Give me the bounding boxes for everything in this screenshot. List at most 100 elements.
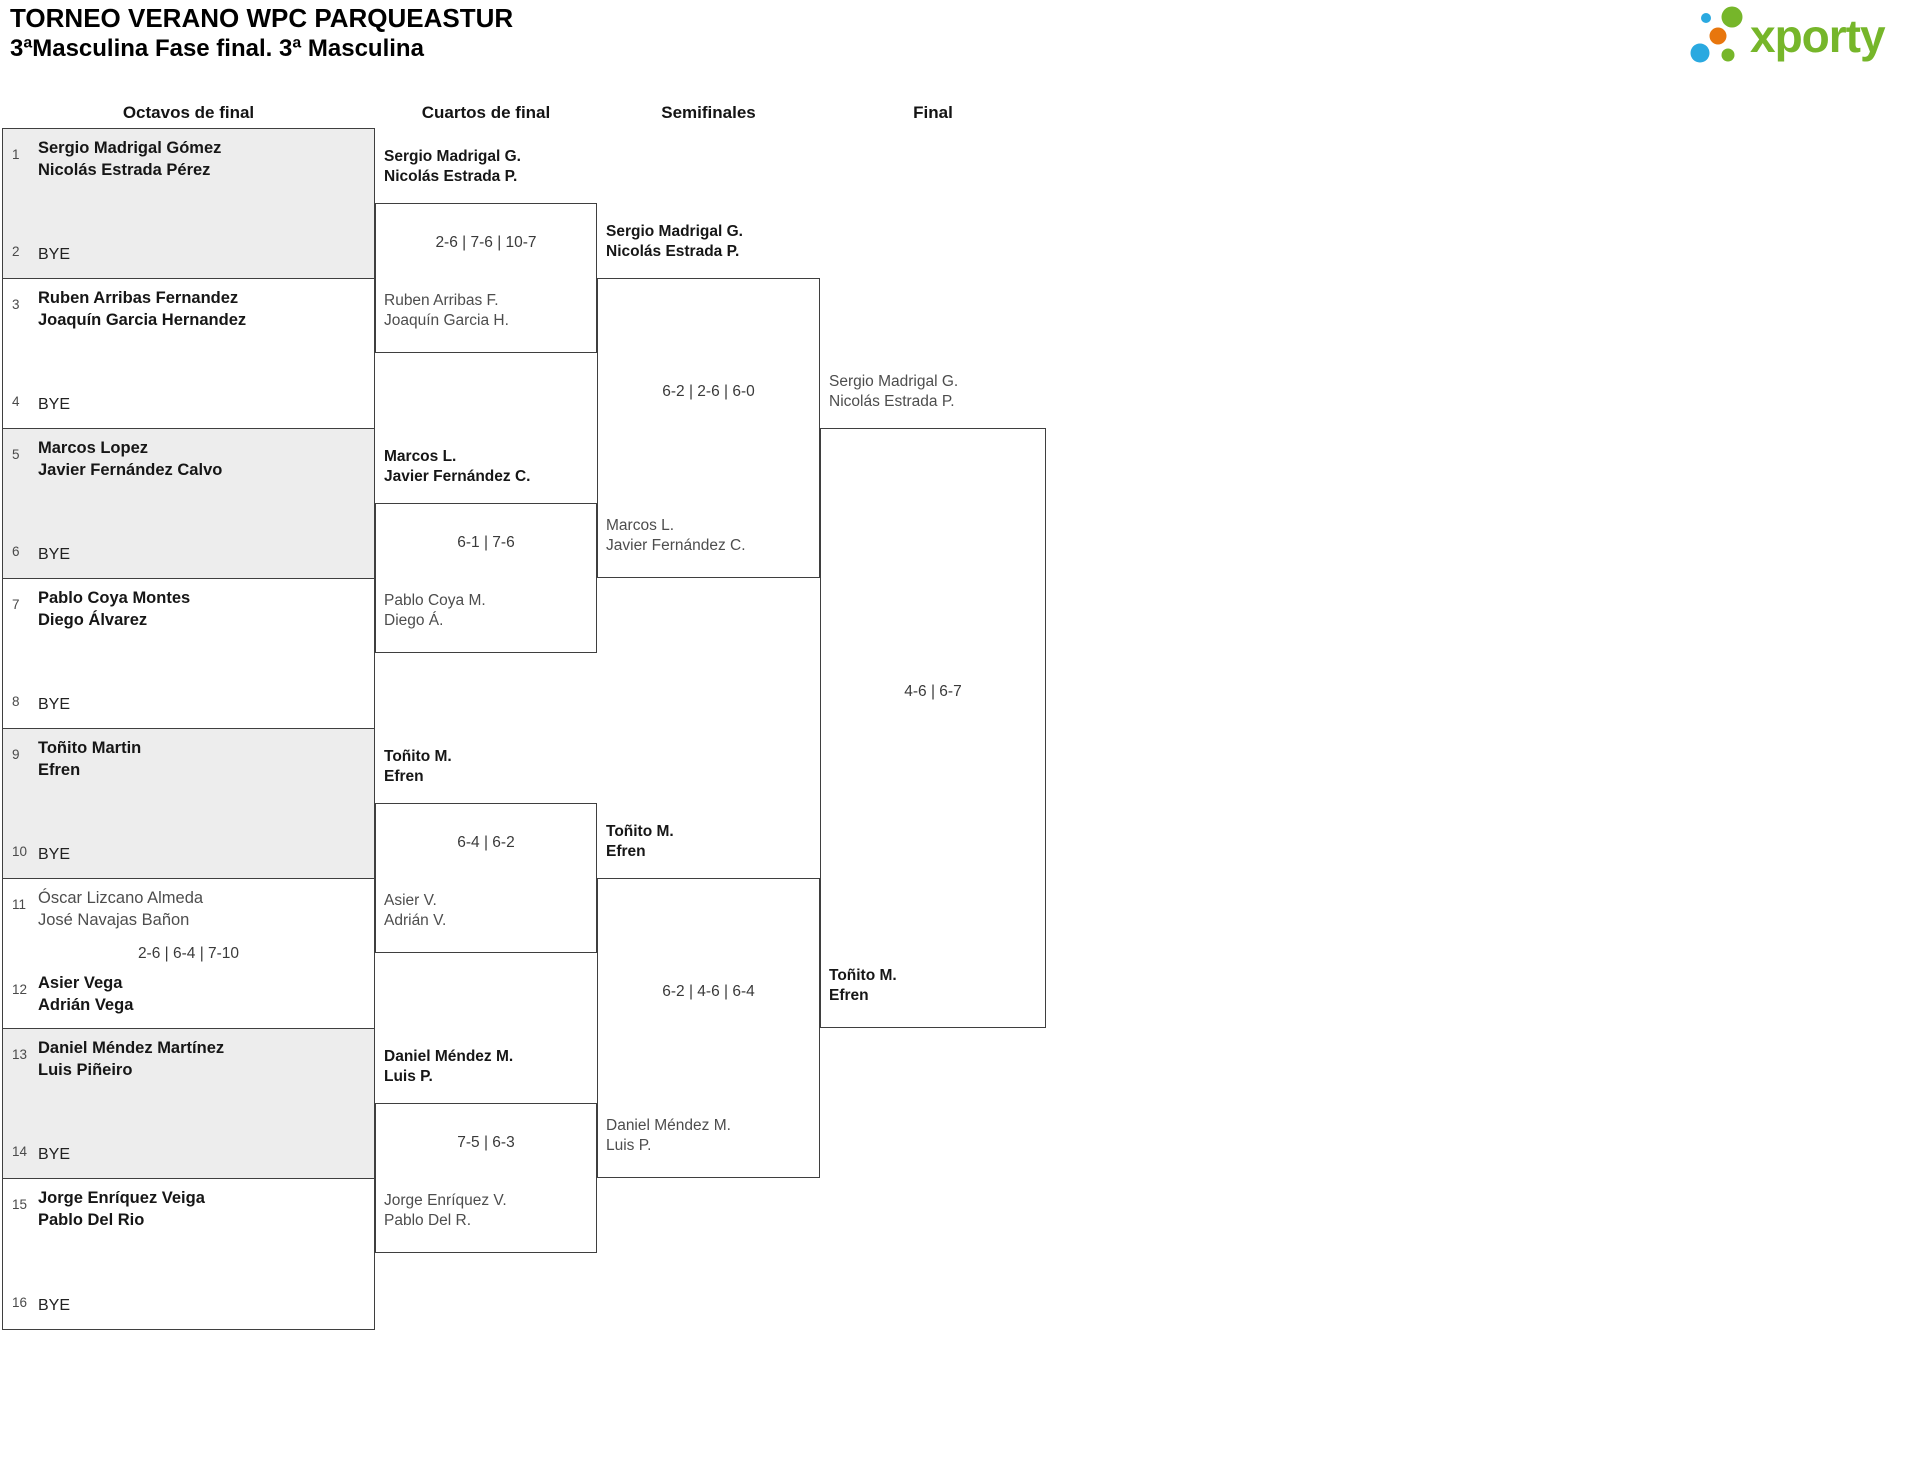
octavos-match-6: 11 Óscar Lizcano Almeda José Navajas Bañ… (3, 879, 374, 1029)
logo-dot-green-small (1721, 48, 1735, 62)
player-name: Pablo Del Rio (38, 1211, 145, 1229)
bye-label: BYE (38, 846, 71, 863)
octavos-match-3: 5 Marcos Lopez Javier Fernández Calvo 6 … (3, 429, 374, 579)
match-box (375, 1103, 597, 1253)
team-slot-seed-14: 14 BYE (3, 1144, 374, 1166)
team-slot-seed-6: 6 BYE (3, 544, 374, 566)
octavos-match-8: 15 Jorge Enríquez Veiga Pablo Del Rio 16… (3, 1179, 374, 1329)
match-team-bottom: Jorge Enríquez V. Pablo Del R. (384, 1191, 593, 1231)
player-name: Efren (606, 843, 646, 860)
round-header-final: Final (913, 103, 953, 122)
seed-number: 15 (12, 1197, 28, 1212)
round-header-cuartos: Cuartos de final (421, 103, 551, 122)
player-name: Pablo Del R. (384, 1212, 472, 1229)
player-name: Daniel Méndez M. (384, 1048, 514, 1065)
seed-number: 3 (12, 297, 20, 312)
semifinal-match-1: Sergio Madrigal G. Nicolás Estrada P. 6-… (597, 222, 820, 578)
seed-number: 7 (12, 597, 20, 612)
player-name: Luis Piñeiro (38, 1061, 133, 1079)
player-name: Nicolás Estrada P. (384, 168, 518, 185)
cuartos-match-4: Daniel Méndez M. Luis P. 7-5 | 6-3 Jorge… (375, 1047, 597, 1253)
player-name: Óscar Lizcano Almeda (38, 889, 204, 907)
match-team-top: Daniel Méndez M. Luis P. (384, 1047, 593, 1087)
match-team-bottom: Toñito M. Efren (829, 966, 1042, 1006)
match-score: 6-2 | 4-6 | 6-4 (662, 983, 755, 1000)
match-team-bottom: Asier V. Adrián V. (384, 891, 593, 931)
seed-number: 5 (12, 447, 20, 462)
player-name: Nicolás Estrada Pérez (38, 161, 211, 179)
player-name: Daniel Méndez M. (606, 1117, 731, 1134)
seed-number: 14 (12, 1144, 28, 1159)
player-name: Luis P. (606, 1137, 652, 1154)
seed-number: 16 (12, 1295, 28, 1310)
player-name: Toñito M. (384, 748, 452, 765)
player-name: Jorge Enríquez Veiga (38, 1189, 205, 1207)
player-name: Efren (38, 761, 81, 779)
player-name: Joaquín Garcia Hernandez (38, 311, 247, 329)
player-name: Javier Fernández C. (606, 537, 746, 554)
player-name: Adrián V. (384, 912, 447, 929)
match-box (375, 803, 597, 953)
match-team-bottom: Pablo Coya M. Diego Á. (384, 591, 593, 631)
player-name: Sergio Madrigal G. (606, 223, 743, 240)
tournament-subtitle: 3ªMasculina Fase final. 3ª Masculina (10, 35, 424, 62)
player-name: Nicolás Estrada P. (606, 243, 740, 260)
player-name: Joaquín Garcia H. (384, 312, 509, 329)
team-slot-seed-8: 8 BYE (3, 694, 374, 716)
seed-number: 10 (12, 844, 28, 859)
match-score: 6-1 | 7-6 (457, 534, 515, 551)
round-header-octavos: Octavos de final (122, 103, 255, 122)
match-team-top: Sergio Madrigal G. Nicolás Estrada P. (384, 147, 593, 187)
match-score: 6-2 | 2-6 | 6-0 (662, 383, 755, 400)
team-slot-seed-1: 1 Sergio Madrigal Gómez Nicolás Estrada … (3, 137, 374, 181)
seed-number: 11 (12, 897, 27, 912)
match-box (597, 878, 820, 1178)
player-name: Toñito M. (829, 967, 897, 984)
player-name: Asier Vega (38, 974, 123, 992)
match-team-top: Sergio Madrigal G. Nicolás Estrada P. (606, 222, 816, 262)
octavos-match-7: 13 Daniel Méndez Martínez Luis Piñeiro 1… (3, 1029, 374, 1179)
team-slot-seed-2: 2 BYE (3, 244, 374, 266)
player-name: Toñito Martin (38, 739, 142, 757)
team-slot-seed-12: 12 Asier Vega Adrián Vega (3, 972, 374, 1016)
bye-label: BYE (38, 1297, 71, 1314)
seed-number: 13 (12, 1047, 28, 1062)
octavos-match-1: 1 Sergio Madrigal Gómez Nicolás Estrada … (3, 129, 374, 279)
team-slot-seed-5: 5 Marcos Lopez Javier Fernández Calvo (3, 437, 374, 481)
match-team-top: Toñito M. Efren (384, 747, 593, 787)
team-slot-seed-13: 13 Daniel Méndez Martínez Luis Piñeiro (3, 1037, 374, 1081)
logo-dot-blue-small (1701, 13, 1711, 23)
player-name: Efren (384, 768, 424, 785)
team-slot-seed-11: 11 Óscar Lizcano Almeda José Navajas Bañ… (3, 887, 374, 931)
team-slot-seed-3: 3 Ruben Arribas Fernandez Joaquín Garcia… (3, 287, 374, 331)
team-slot-seed-4: 4 BYE (3, 394, 374, 416)
xporty-logo-dots (1690, 6, 1743, 63)
xporty-logo[interactable]: xporty (1686, 4, 1916, 70)
match-box (597, 278, 820, 578)
player-name: Pablo Coya M. (384, 592, 486, 609)
match-box (375, 203, 597, 353)
team-slot-seed-10: 10 BYE (3, 844, 374, 866)
cuartos-match-1: Sergio Madrigal G. Nicolás Estrada P. 2-… (375, 147, 597, 353)
player-name: Javier Fernández Calvo (38, 461, 223, 479)
player-name: Diego Á. (384, 612, 444, 629)
cuartos-match-3: Toñito M. Efren 6-4 | 6-2 Asier V. Adriá… (375, 747, 597, 953)
seed-number: 4 (12, 394, 20, 409)
final-match: Sergio Madrigal G. Nicolás Estrada P. 4-… (820, 372, 1046, 1028)
player-name: Ruben Arribas F. (384, 292, 499, 309)
octavos-match-5: 9 Toñito Martin Efren 10 BYE (3, 729, 374, 879)
team-slot-seed-9: 9 Toñito Martin Efren (3, 737, 374, 781)
semifinal-match-2: Toñito M. Efren 6-2 | 4-6 | 6-4 Daniel M… (597, 822, 820, 1178)
player-name: José Navajas Bañon (38, 911, 190, 929)
match-score: 6-4 | 6-2 (457, 834, 515, 851)
seed-number: 9 (12, 747, 20, 762)
seed-number: 8 (12, 694, 20, 709)
player-name: Nicolás Estrada P. (829, 393, 955, 410)
page-header: TORNEO VERANO WPC PARQUEASTUR 3ªMasculin… (10, 2, 513, 64)
player-name: Sergio Madrigal G. (384, 148, 521, 165)
player-name: Toñito M. (606, 823, 674, 840)
seed-number: 12 (12, 982, 28, 997)
octavos-column: 1 Sergio Madrigal Gómez Nicolás Estrada … (2, 128, 375, 1330)
logo-dot-green-large (1721, 6, 1743, 28)
octavos-match-4: 7 Pablo Coya Montes Diego Álvarez 8 BYE (3, 579, 374, 729)
